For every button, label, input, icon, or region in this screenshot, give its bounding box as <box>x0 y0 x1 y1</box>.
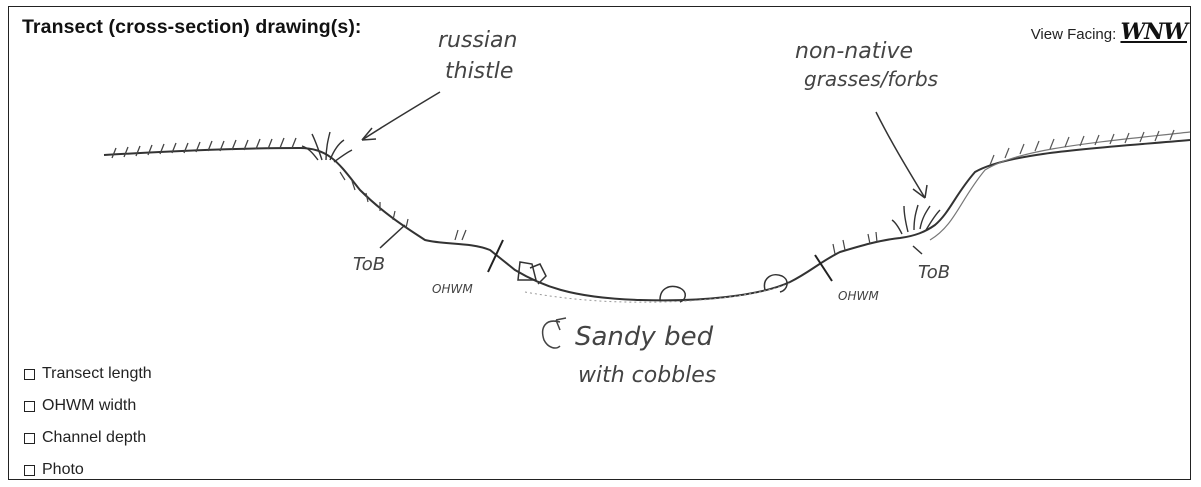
arrow-sandy-bed <box>541 317 567 349</box>
label-nonnative: non-native <box>795 39 913 64</box>
checkbox-ohwm-width[interactable]: OHWM width <box>24 390 152 422</box>
arrow-nonnative <box>875 111 928 199</box>
ohwm-left-mark <box>487 239 504 273</box>
checkbox-photo[interactable]: Photo <box>24 454 152 486</box>
checkbox-transect-length[interactable]: Transect length <box>24 358 152 390</box>
label-ohwm-left: OHWM <box>432 282 473 296</box>
arrow-russian-thistle <box>361 91 441 141</box>
checkbox-square-icon[interactable] <box>24 368 35 380</box>
ground-profile <box>103 139 1191 302</box>
form-frame <box>8 6 1191 480</box>
view-facing-value: WNW <box>1120 19 1188 45</box>
label-tob-left: ToB <box>353 254 385 275</box>
ohwm-right-mark <box>814 254 833 282</box>
label-with-cobbles: with cobbles <box>578 363 716 388</box>
label-sandy-bed: Sandy bed <box>575 322 714 352</box>
checkbox-label: OHWM width <box>42 397 137 414</box>
checkbox-channel-depth[interactable]: Channel depth <box>24 422 152 454</box>
checklist: Transect length OHWM width Channel depth… <box>24 358 152 486</box>
nonnative-grass-clump <box>891 204 941 235</box>
checkbox-label: Transect length <box>42 365 152 382</box>
label-grasses-forbs: grasses/forbs <box>804 67 938 91</box>
left-bank-grass <box>111 137 297 159</box>
checkbox-square-icon[interactable] <box>24 432 35 444</box>
view-facing: View Facing: WNW <box>1030 19 1188 45</box>
label-russian: russian <box>438 28 517 53</box>
checkbox-square-icon[interactable] <box>24 400 35 412</box>
label-ohwm-right: OHWM <box>838 289 879 303</box>
label-thistle: thistle <box>445 59 513 84</box>
section-title: Transect (cross-section) drawing(s): <box>22 16 362 38</box>
cobbles <box>517 261 788 303</box>
thistle-clump <box>301 131 353 163</box>
checkbox-square-icon[interactable] <box>24 464 35 476</box>
tob-right-mark <box>912 245 923 255</box>
checkbox-label: Photo <box>42 461 84 478</box>
tob-left-mark <box>379 224 406 249</box>
view-facing-label: View Facing: <box>1030 26 1117 43</box>
label-tob-right: ToB <box>918 262 950 283</box>
checkbox-label: Channel depth <box>42 429 147 446</box>
